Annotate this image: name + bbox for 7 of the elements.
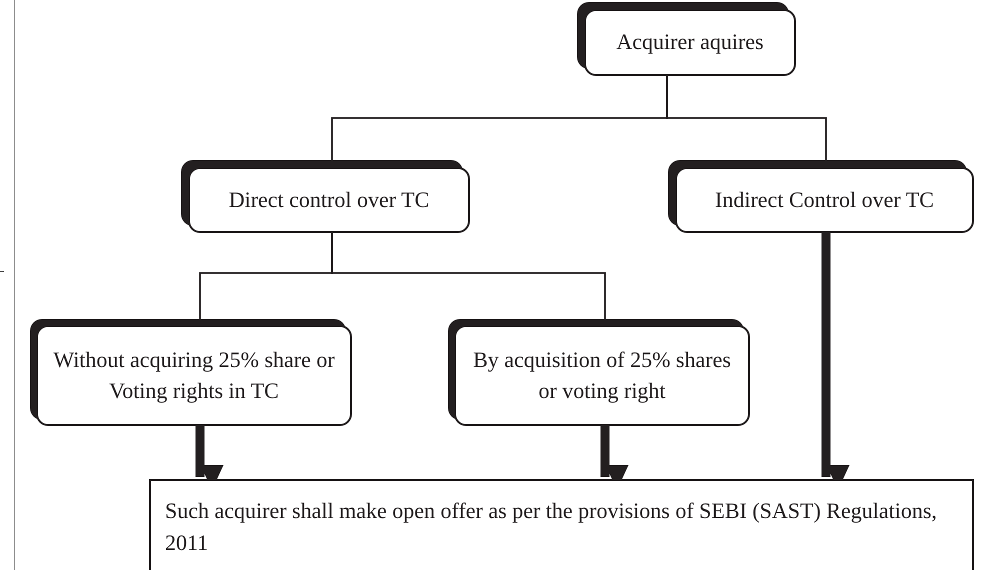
box-text: Indirect Control over TC — [715, 186, 934, 214]
box-text: Without acquiring 25% share or Voting rights in TC — [52, 346, 336, 405]
result-box — [149, 479, 974, 570]
box-text: Acquirer aquires — [616, 28, 764, 56]
box-text: By acquisition of 25% shares or voting right — [472, 346, 732, 405]
box-text: Such acquirer shall make open offer as per the provisions of SEBI (SAST) Regulations, 2011 — [165, 498, 937, 555]
box-text: Direct control over TC — [228, 186, 430, 214]
